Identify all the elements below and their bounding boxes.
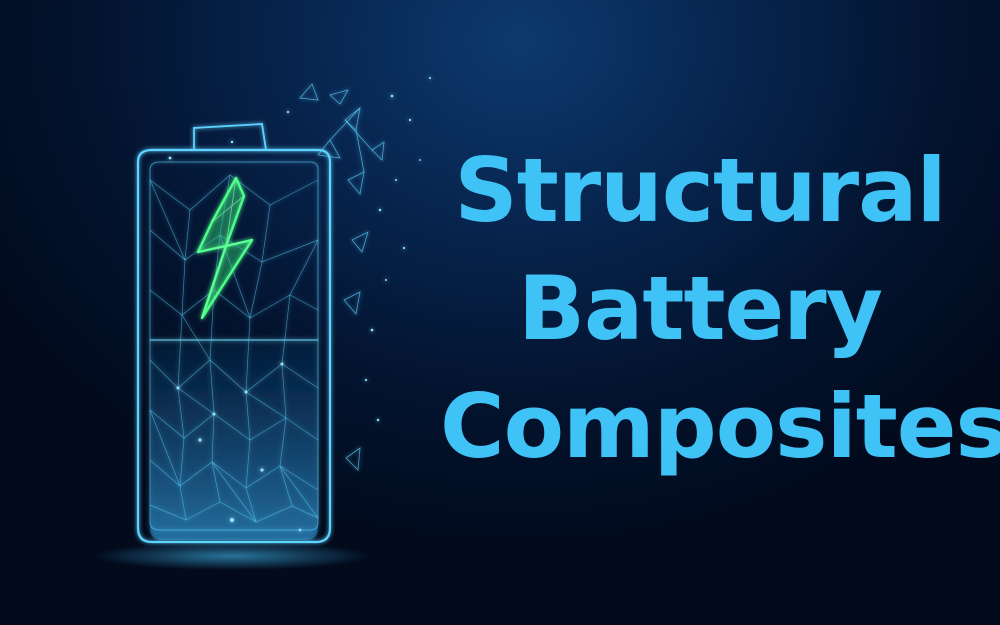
headline-line-3: Composites [440, 375, 1000, 478]
battery-terminal [193, 123, 268, 151]
battery-inner-outline [149, 161, 319, 531]
headline-line-2: Battery [517, 257, 883, 360]
mesh-network [149, 174, 319, 523]
lightning-bolt-icon [196, 176, 254, 320]
floor-glow [92, 542, 372, 570]
battery-charge-fill [150, 340, 318, 540]
battery-icon [136, 77, 431, 544]
battery-body [136, 148, 332, 544]
scatter-dots [168, 77, 431, 532]
scatter-particles [299, 83, 385, 471]
headline-line-1: Structural [454, 139, 946, 242]
headline: Structural Battery Composites [440, 132, 1000, 486]
